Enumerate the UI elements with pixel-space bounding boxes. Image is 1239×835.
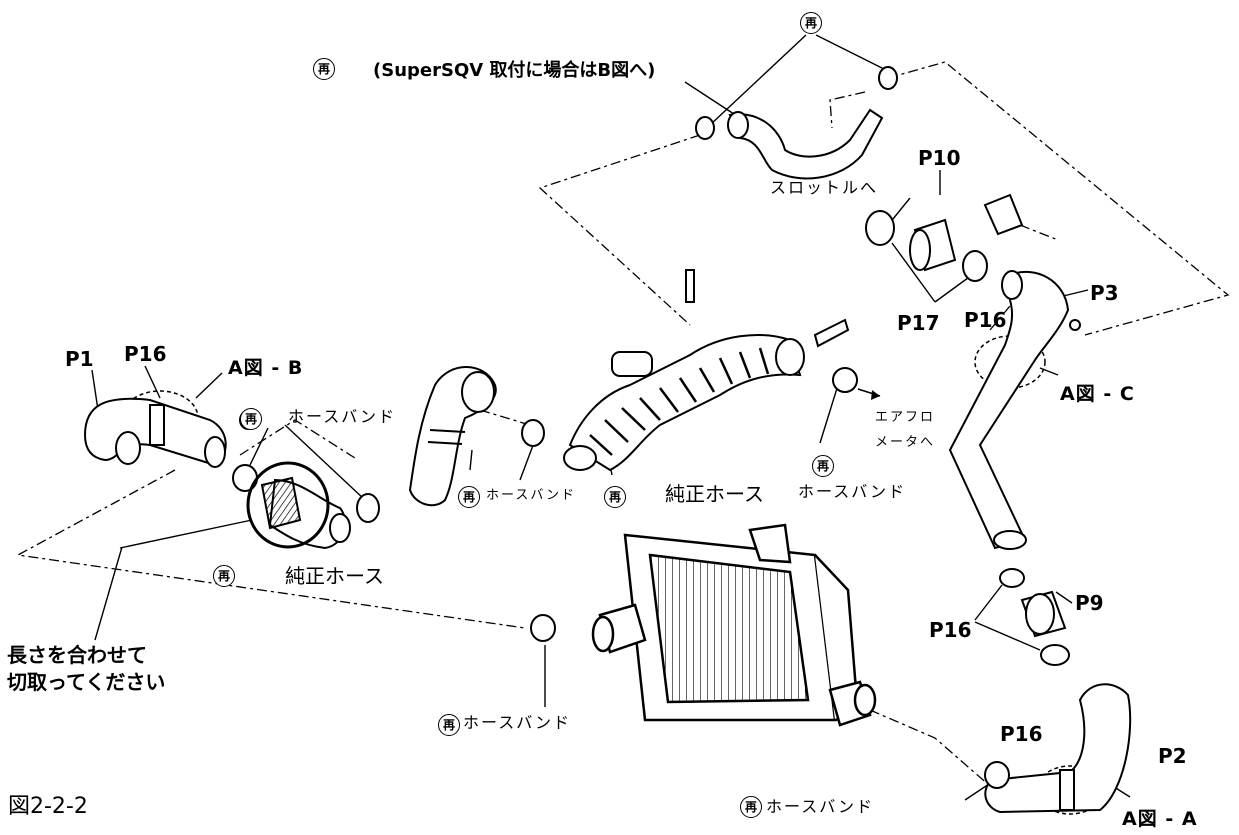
part-label-p10: P10 <box>918 146 961 170</box>
hose-band-mid <box>521 419 545 447</box>
routing-line-top <box>538 61 1230 336</box>
routing-line-left-mid <box>239 419 356 459</box>
part-label-p16-left: P16 <box>124 342 167 366</box>
part-label-p3: P3 <box>1090 281 1119 305</box>
part-label-p1: P1 <box>65 347 94 371</box>
reuse-mark-hoseband-mid: 再 <box>458 486 480 508</box>
label-hose-band-airflow: ホースバンド <box>798 482 907 501</box>
coupler-p10 <box>865 193 1024 282</box>
reuse-mark-oem-hose-left: 再 <box>213 565 235 587</box>
oem-intake-hose <box>563 269 850 472</box>
cut-note-line-2: 切取ってください <box>7 670 166 694</box>
figure-label: 図2-2-2 <box>8 794 88 819</box>
ref-a-b: A図 - B <box>228 357 304 379</box>
pipe-p1 <box>83 397 227 468</box>
detail-circle-c <box>974 335 1046 389</box>
label-to-airflow-1: エアフロ <box>875 410 936 425</box>
reuse-mark-note: 再 <box>313 58 335 80</box>
ref-a-a: A図 - A <box>1122 808 1198 830</box>
label-to-airflow-2: メータへ <box>875 435 936 450</box>
routing-line-mid <box>479 409 531 426</box>
routing-line-top-inner <box>829 91 866 129</box>
label-hose-band-intercooler: ホースバンド <box>463 713 572 732</box>
reuse-mark-hoseband-intercooler: 再 <box>438 714 460 736</box>
hose-band-airflow <box>832 367 858 393</box>
pipe-p3 <box>948 270 1081 550</box>
part-label-p16-right: P16 <box>964 308 1007 332</box>
routing-line-left <box>15 469 526 629</box>
cut-note-line-1: 長さを合わせて <box>7 643 147 667</box>
hose-band-intercooler <box>530 614 556 642</box>
oem-hose-left <box>260 476 351 550</box>
part-label-p17: P17 <box>897 311 940 335</box>
label-hose-band-left: ホースバンド <box>288 407 397 426</box>
part-label-p16-bottom: P16 <box>1000 722 1043 746</box>
label-hose-band-bottom: ホースバンド <box>766 797 875 816</box>
return-hose-top <box>695 66 898 180</box>
routing-line-bottom <box>869 709 999 794</box>
reuse-mark-hoseband-airflow: 再 <box>812 455 834 477</box>
cut-highlight-circle <box>246 461 330 549</box>
hose-band-bottom <box>984 761 1010 789</box>
reuse-mark-oem-hose-mid: 再 <box>604 486 626 508</box>
reuse-mark-top: 再 <box>800 12 822 34</box>
ref-a-c: A図 - C <box>1060 383 1135 405</box>
reuse-mark-hoseband-left: 再 <box>240 408 262 430</box>
reuse-mark-hoseband-bottom: 再 <box>740 796 762 818</box>
intercooler <box>591 523 877 727</box>
label-oem-hose-left: 純正ホース <box>285 564 384 588</box>
part-label-p2: P2 <box>1158 744 1187 768</box>
coupler-p9 <box>999 568 1070 666</box>
note-supersqv: (SuperSQV 取付に場合はB図へ) <box>373 60 656 81</box>
part-label-p9: P9 <box>1075 591 1104 615</box>
routing-line-right <box>989 224 1059 331</box>
label-hose-band-mid: ホースバンド <box>486 488 577 503</box>
label-oem-hose-mid: 純正ホース <box>665 482 764 506</box>
part-label-p16-mid: P16 <box>929 618 972 642</box>
pipe-p2 <box>984 683 1132 814</box>
label-to-throttle: スロットルへ <box>770 178 879 197</box>
pipe-middle <box>408 366 497 507</box>
